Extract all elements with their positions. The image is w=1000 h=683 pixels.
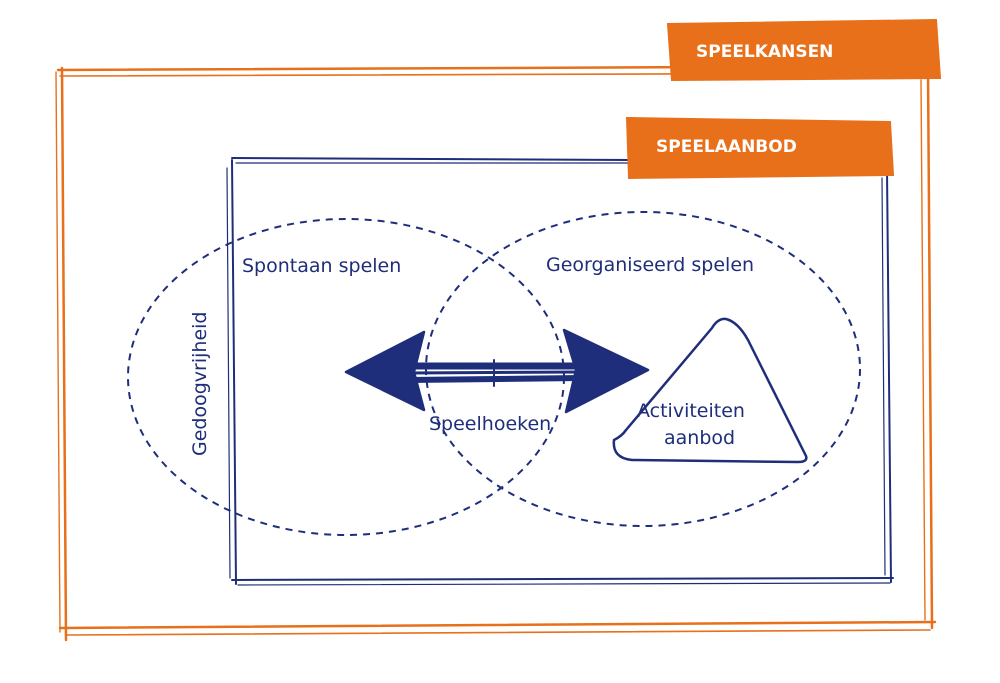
play-corners-label: Speelhoeken <box>429 413 551 435</box>
speelkansen-label: SPEELKANSEN <box>696 42 833 62</box>
double-headed-arrow-icon <box>344 328 650 414</box>
speelaanbod-tag-background <box>625 116 895 180</box>
organized-play-label: Georganiseerd spelen <box>546 254 754 276</box>
tolerance-freedom-label: Gedoogvrijheid <box>189 312 211 456</box>
activities-label-line2: aanbod <box>664 427 735 449</box>
inner-frame <box>226 157 894 586</box>
speelaanbod-tag: SPEELAANBOD <box>625 116 895 180</box>
spontaneous-play-label: Spontaan spelen <box>242 255 401 277</box>
speelkansen-tag: SPEELKANSEN <box>666 18 942 82</box>
speelaanbod-label: SPEELAANBOD <box>656 137 797 157</box>
activities-label-line1: Activiteiten <box>637 400 745 422</box>
activities-triangle <box>612 317 808 464</box>
speelkansen-tag-background <box>666 18 942 82</box>
